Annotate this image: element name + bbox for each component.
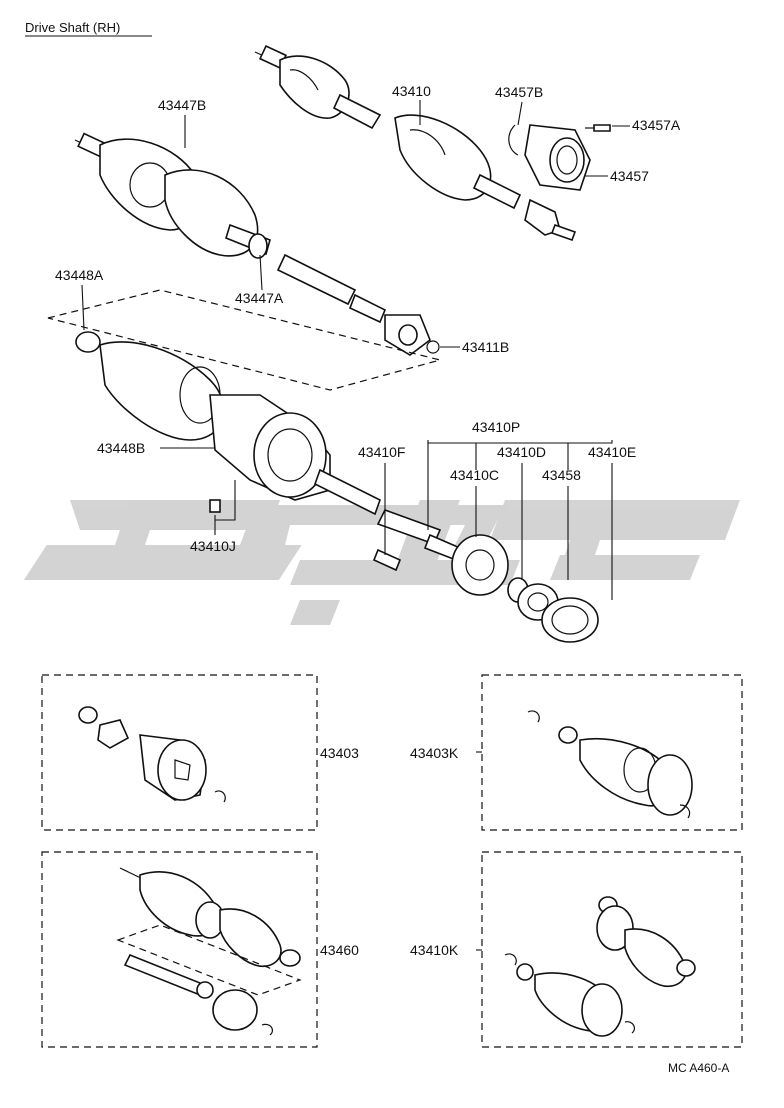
label-43410J: 43410J [190,538,236,554]
label-43457B: 43457B [495,84,543,100]
upper-shaft-assembly [254,44,577,242]
kit-box-43410K: 43410K [410,851,743,1048]
label-43460: 43460 [320,942,359,958]
label-43403: 43403 [320,745,359,761]
label-43403K: 43403K [410,745,459,761]
watermark-logo [23,500,740,625]
label-43410P: 43410P [472,419,520,435]
outboard-cv-joint [74,132,431,356]
label-43458: 43458 [542,467,581,483]
label-43410E: 43410E [588,444,636,460]
label-43447A: 43447A [235,290,284,306]
label-43448B: 43448B [97,440,145,456]
kit-box-43403: 43403 [41,674,359,831]
label-43447B: 43447B [158,97,206,113]
part-callouts: 43447B 43410 43457B 43457A 43457 43448A … [55,83,681,600]
kit-box-43460: 43460 [41,851,359,1048]
label-43457: 43457 [610,168,649,184]
group-outline-mid [47,289,443,391]
label-43410C: 43410C [450,467,499,483]
diagram-title: Drive Shaft (RH) [25,20,120,35]
label-43410D: 43410D [497,444,546,460]
label-43410: 43410 [392,83,431,99]
label-43457A: 43457A [632,117,681,133]
bearing-bracket [508,124,611,191]
label-43410K: 43410K [410,942,459,958]
diagram-code: MC A460-A [668,1061,729,1075]
kit-box-43403K: 43403K [410,674,743,831]
intermediate-shaft [372,509,599,643]
inboard-joint [75,331,381,516]
label-43411B: 43411B [462,339,509,355]
label-43410F: 43410F [358,444,405,460]
label-43448A: 43448A [55,267,104,283]
